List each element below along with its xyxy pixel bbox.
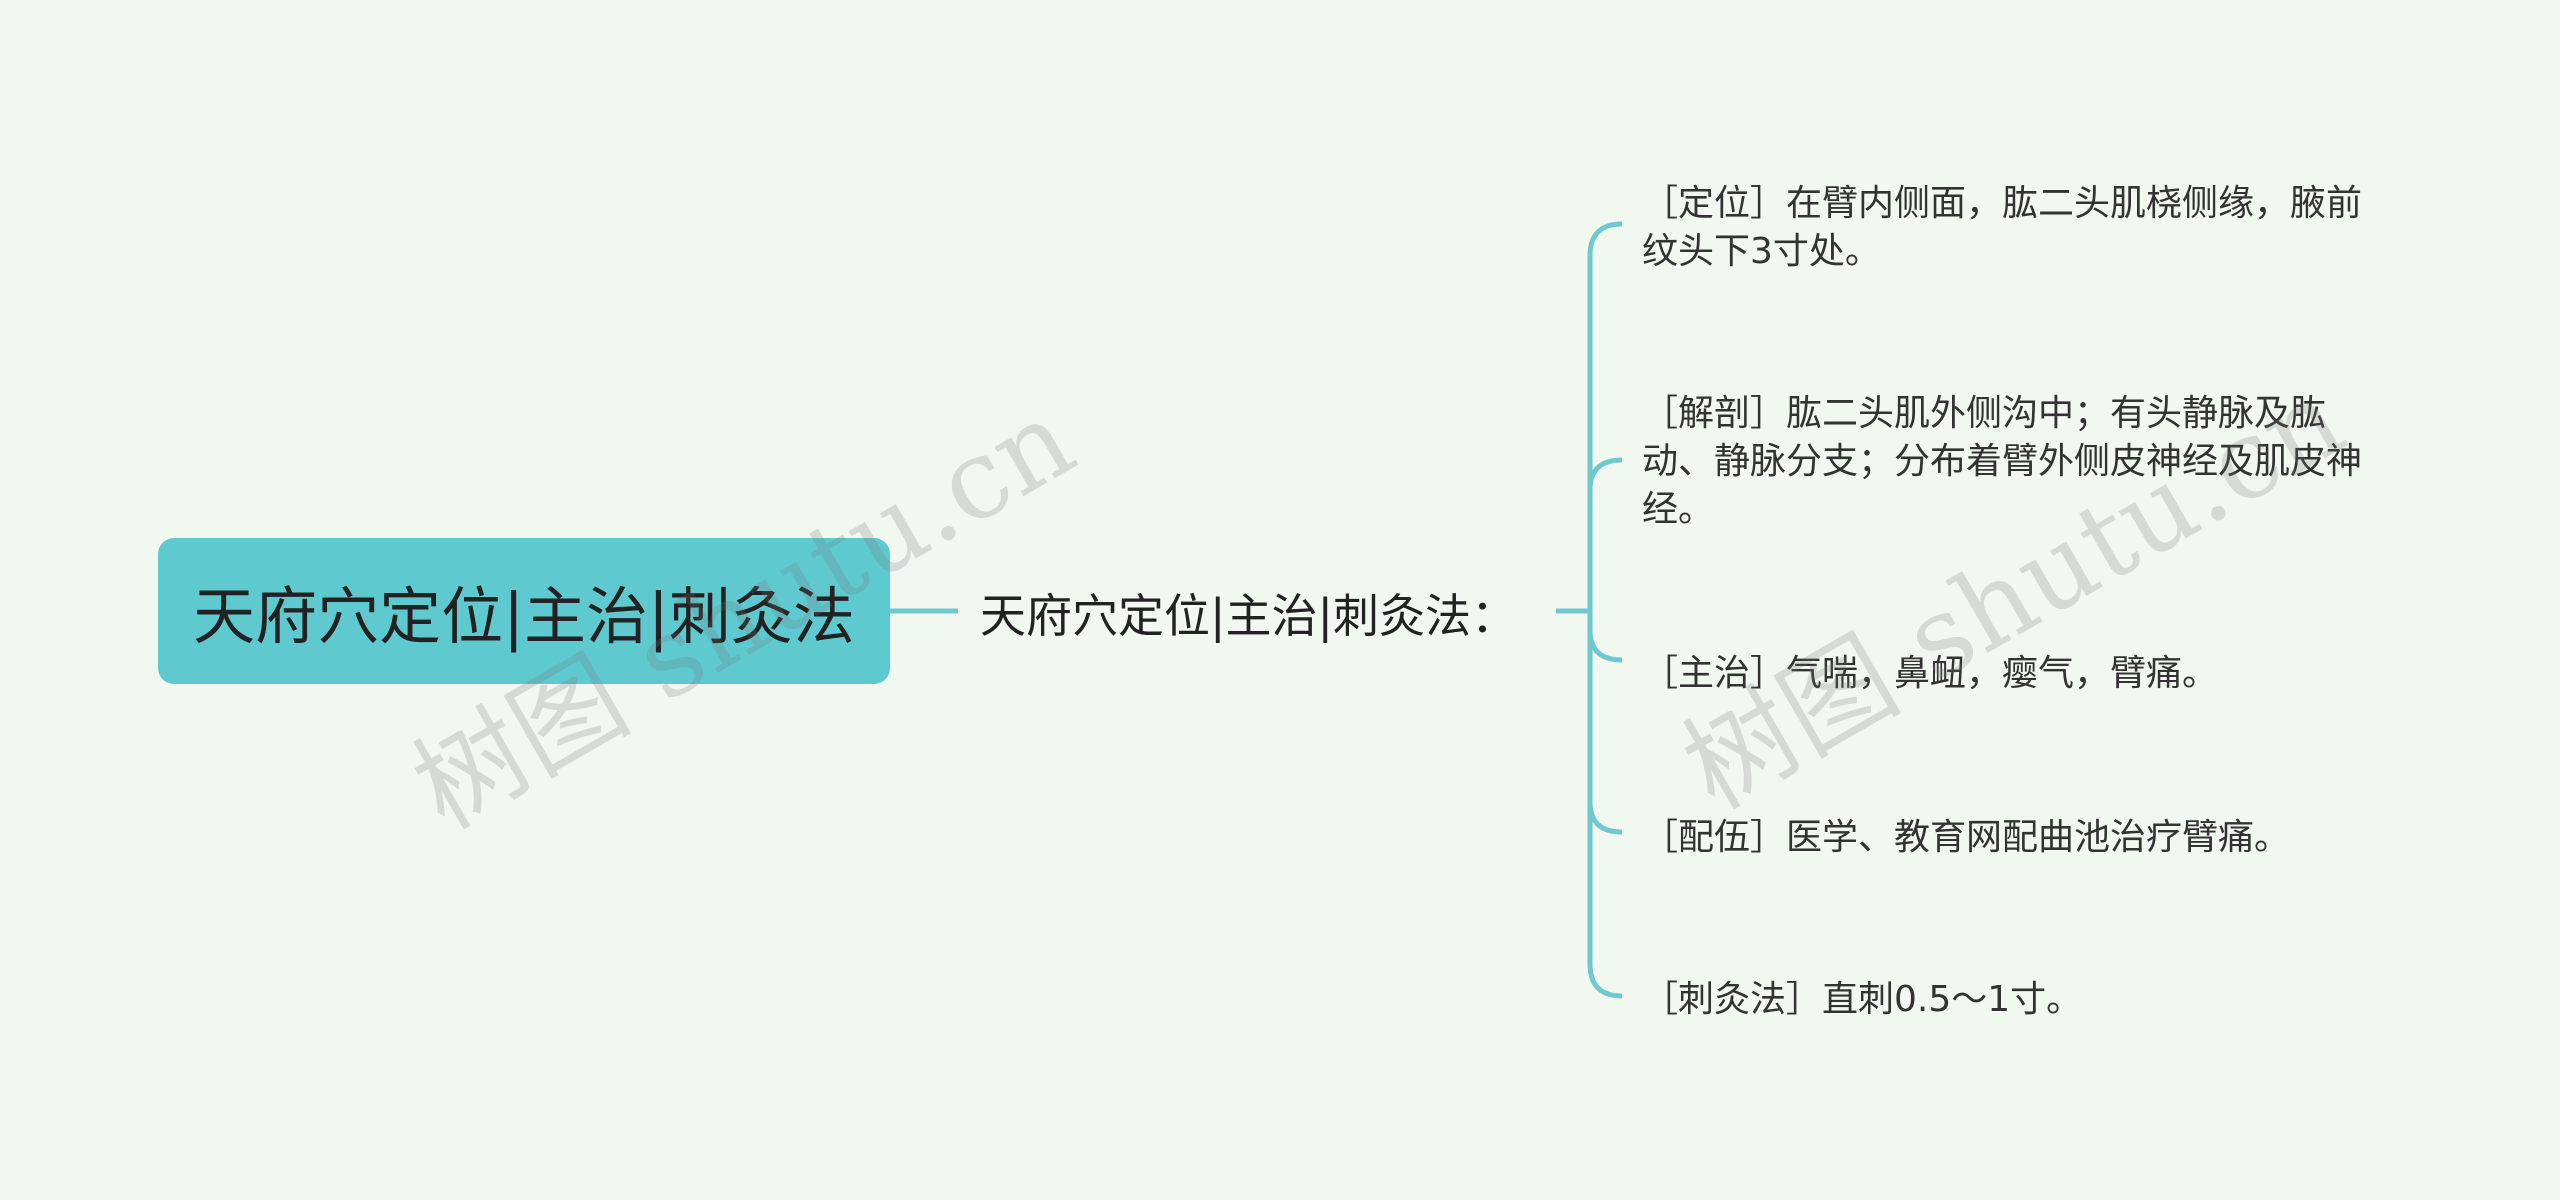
leaf-node-location[interactable]: ［定位］在臂内侧面，肱二头肌桡侧缘，腋前纹头下3寸处。	[1642, 183, 2363, 272]
leaf-node-needling[interactable]: ［刺灸法］直刺0.5～1寸。	[1642, 979, 2083, 1020]
leaf-node-combination[interactable]: ［配伍］医学、教育网配曲池治疗臂痛。	[1642, 817, 2291, 858]
bracket-tick-2	[1587, 457, 1623, 491]
leaf-node-anatomy[interactable]: ［解剖］肱二头肌外侧沟中；有头静脉及肱动、静脉分支；分布着臂外侧皮神经及肌皮神经…	[1642, 393, 2363, 530]
bracket-tick-3	[1587, 629, 1623, 663]
root-topic-label: 天府穴定位|主治|刺灸法	[193, 580, 855, 653]
bracket-spine	[1587, 221, 1623, 999]
branch-topic-node[interactable]: 天府穴定位|主治|刺灸法：	[980, 578, 1517, 648]
bracket-tick-4	[1587, 801, 1623, 835]
root-topic-node[interactable]: 天府穴定位|主治|刺灸法	[158, 538, 890, 684]
branch-topic-label: 天府穴定位|主治|刺灸法：	[980, 589, 1517, 643]
leaf-node-indications[interactable]: ［主治］气喘，鼻衄，瘿气，臂痛。	[1642, 653, 2219, 694]
